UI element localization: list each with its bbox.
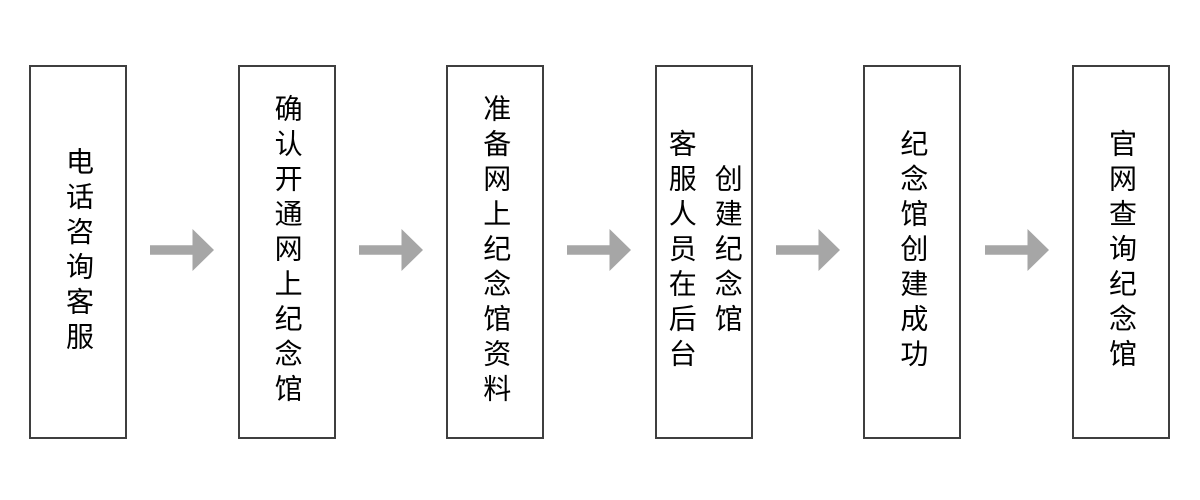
arrow-right-icon [150,229,215,271]
arrow-right-icon [776,229,841,271]
flow-step-2-label: 确认开通网上纪念馆 [271,94,303,409]
flow-step-4-label: 客服人员在后台 创建纪念馆 [665,129,743,374]
flow-step-3: 准备网上纪念馆资料 [446,64,545,439]
flow-step-6: 官网查询纪念馆 [1071,64,1170,439]
arrow-right-icon [984,229,1049,271]
flow-step-4: 客服人员在后台 创建纪念馆 [654,64,753,439]
flow-step-6-label: 官网查询纪念馆 [1105,129,1137,374]
flow-step-5-label: 纪念馆创建成功 [897,129,929,374]
flow-step-2: 确认开通网上纪念馆 [237,64,336,439]
flow-step-1-label: 电话咨询客服 [63,146,94,357]
flow-step-5: 纪念馆创建成功 [863,64,962,439]
flow-step-3-label: 准备网上纪念馆资料 [480,94,512,409]
flow-step-1: 电话咨询客服 [29,64,127,439]
arrow-right-icon [567,229,632,271]
arrow-right-icon [358,229,423,271]
